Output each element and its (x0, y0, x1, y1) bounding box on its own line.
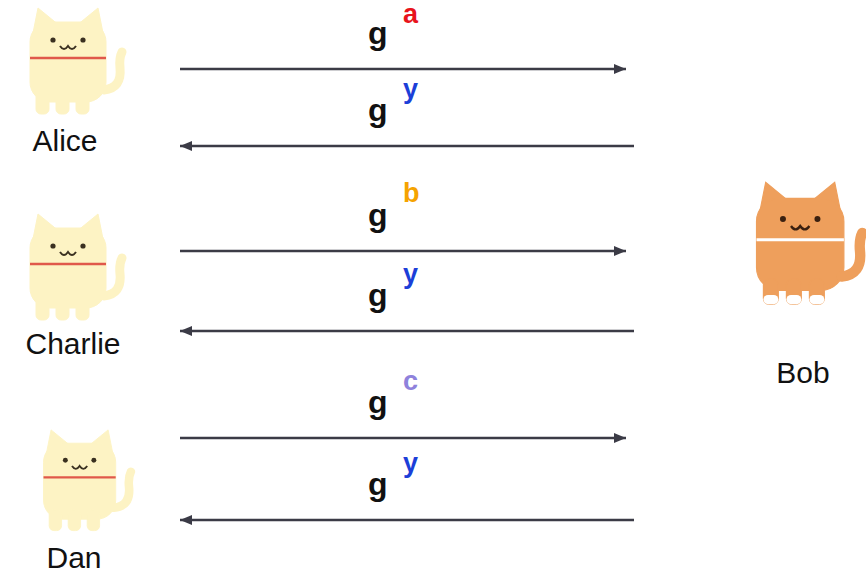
generator-label: g (368, 94, 388, 126)
cat-node: Charlie (0, 200, 178, 368)
generator-label: g (368, 468, 388, 500)
cat-node: Dan (0, 400, 178, 578)
generator-label: g (368, 386, 388, 418)
cat-name: Alice (32, 124, 97, 157)
message-arrow (180, 330, 634, 333)
message-arrow (180, 250, 626, 253)
cat-name: Bob (776, 356, 829, 389)
generator-label: g (368, 279, 388, 311)
exponent-label: c (403, 368, 418, 395)
exponent-label: a (403, 1, 418, 28)
charlie-cat (30, 214, 122, 320)
exponent-label: y (403, 450, 418, 477)
cat-node: Bob (630, 170, 866, 410)
generator-label: g (368, 17, 388, 49)
cat-node: Alice (0, 0, 178, 172)
message-arrow (180, 519, 634, 522)
bob-cat (757, 182, 863, 304)
message-arrow (180, 145, 634, 148)
cat-name: Dan (46, 541, 101, 574)
generator-label: g (368, 199, 388, 231)
message-arrow (180, 437, 626, 440)
exponent-label: y (403, 261, 418, 288)
exponent-label: y (403, 76, 418, 103)
cat-name: Charlie (25, 327, 120, 360)
dan-cat (44, 430, 131, 531)
message-arrow (180, 68, 626, 71)
exponent-label: b (403, 180, 420, 207)
alice-cat (30, 8, 122, 114)
